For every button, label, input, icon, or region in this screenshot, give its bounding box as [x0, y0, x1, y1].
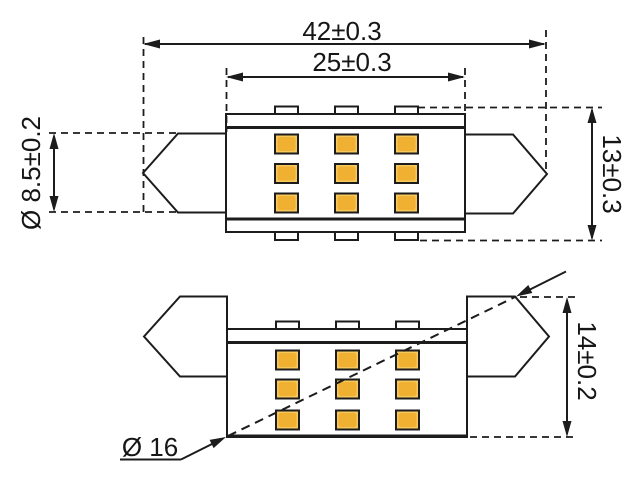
- led-chips: [278, 353, 417, 427]
- arrowhead-up: [49, 133, 59, 149]
- arrowhead-left: [143, 39, 160, 49]
- led-chip: [338, 382, 357, 396]
- dim-cap-diameter: Ø 8.5±0.2: [16, 116, 177, 230]
- led-chip: [278, 382, 297, 396]
- led-chip: [278, 353, 297, 367]
- arrowhead-down: [562, 421, 572, 437]
- arrowhead-down: [587, 225, 597, 241]
- right-end-cap: [464, 133, 549, 215]
- led-chip: [338, 353, 357, 367]
- arrowhead-leader: [516, 285, 533, 297]
- led-chip: [277, 137, 296, 151]
- arrowhead-up: [587, 107, 597, 123]
- led-chip: [337, 196, 356, 210]
- dim-board-length: 25±0.3: [225, 47, 466, 132]
- led-grid: [274, 133, 419, 214]
- led-chip: [398, 413, 417, 427]
- arrowhead-up: [562, 297, 572, 313]
- dim-label-rotated-height: 14±0.2: [572, 321, 602, 400]
- dim-label-swing-diameter: Ø 16: [122, 432, 178, 462]
- led-chip: [278, 413, 297, 427]
- led-chip: [397, 166, 416, 181]
- swing-diameter-line: [227, 296, 516, 437]
- led-chip: [397, 137, 416, 151]
- dim-label-board-length: 25±0.3: [312, 47, 391, 77]
- rotated-view: [142, 295, 551, 438]
- dim-label-cap-diameter: Ø 8.5±0.2: [16, 116, 46, 230]
- left-end-cap: [141, 132, 227, 214]
- dim-label-overall-height: 13±0.3: [597, 134, 627, 213]
- arrowhead-right: [529, 39, 546, 49]
- led-chip: [277, 166, 296, 181]
- led-chip: [277, 196, 296, 210]
- led-chip: [398, 353, 417, 367]
- left-end-cap: [142, 295, 228, 378]
- arrowhead-leader: [209, 437, 226, 449]
- led-chip: [337, 137, 356, 151]
- drawing-lines: 42±0.3 25±0.3 Ø 8.5±0.2 13±0.: [16, 16, 627, 462]
- led-chip: [398, 382, 417, 396]
- dim-label-overall-length: 42±0.3: [302, 16, 381, 46]
- dim-overall-height: 13±0.3: [418, 106, 627, 242]
- dim-rotated-height: 14±0.2: [470, 296, 602, 438]
- right-end-cap: [466, 295, 551, 378]
- led-chip: [338, 413, 357, 427]
- label-swing-diameter: Ø 16: [120, 270, 567, 462]
- led-chip: [397, 196, 416, 210]
- arrowhead-down: [49, 196, 59, 212]
- arrowhead-right: [448, 72, 465, 82]
- top-view: [141, 105, 549, 241]
- led-chips: [277, 137, 416, 210]
- arrowhead-left: [226, 72, 243, 82]
- led-grid: [275, 349, 420, 431]
- dim-overall-length: 42±0.3: [142, 16, 547, 212]
- led-chip: [337, 166, 356, 181]
